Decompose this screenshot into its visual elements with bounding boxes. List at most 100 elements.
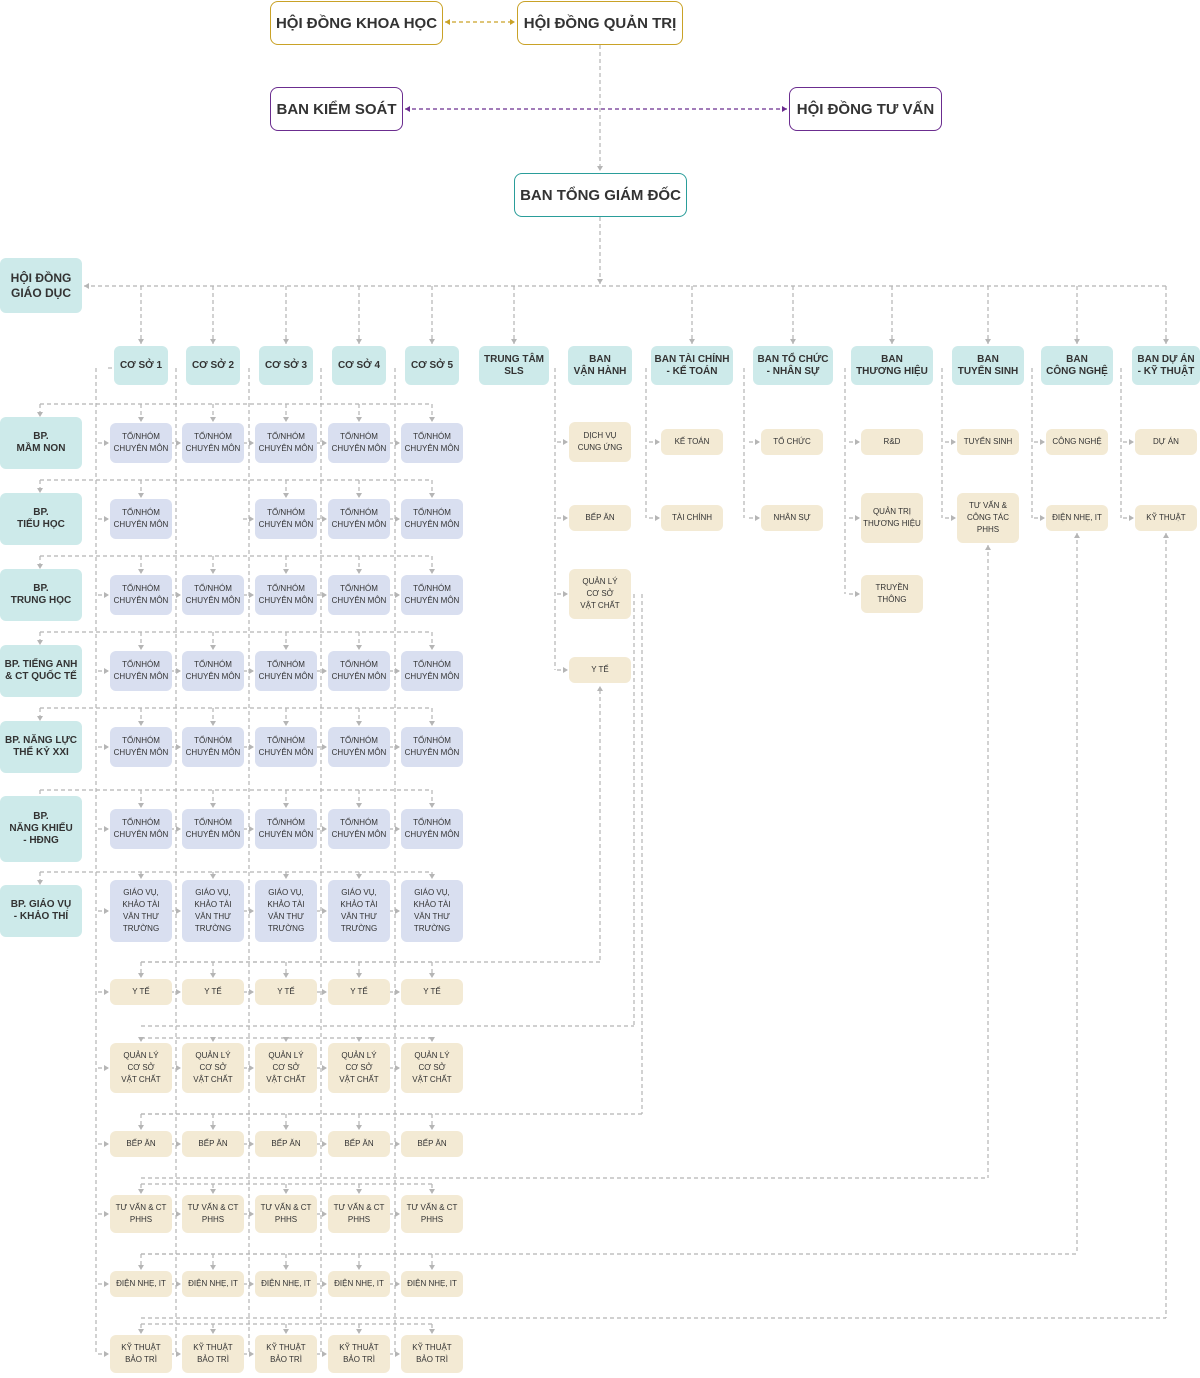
arrow-head	[1163, 339, 1169, 344]
arrow-head	[37, 488, 43, 493]
service-facility: QUẢN LÝ CƠ SỞ VẬT CHẤT	[182, 1043, 244, 1093]
arrow-head	[322, 440, 327, 446]
arrow-head	[176, 1211, 181, 1217]
arrow-head	[563, 591, 568, 597]
arrow-head	[322, 1211, 327, 1217]
arrow-head	[210, 1329, 216, 1334]
arrow-head	[176, 1141, 181, 1147]
arrow-head	[176, 592, 181, 598]
arrow-head	[210, 645, 216, 650]
arrow-head	[283, 493, 289, 498]
service-it: ĐIỆN NHẸ, IT	[110, 1271, 172, 1297]
arrow-head	[356, 973, 362, 978]
sub-unit-finance: KẾ TOÁN	[661, 429, 723, 455]
service-kitchen: BẾP ĂN	[401, 1131, 463, 1157]
department-header-projects: BAN DỰ ÁN - KỸ THUẬT	[1132, 346, 1200, 385]
arrow-head	[322, 989, 327, 995]
arrow-head	[597, 166, 603, 171]
arrow-head	[210, 1189, 216, 1194]
arrow-head	[322, 516, 327, 522]
arrow-head	[322, 908, 327, 914]
sub-unit-brand: R&D	[861, 429, 923, 455]
service-medical: Y TẾ	[255, 979, 317, 1005]
arrow-head	[1040, 515, 1045, 521]
sub-unit-projects: DỰ ÁN	[1135, 429, 1197, 455]
arrow-head	[84, 283, 89, 289]
service-kitchen: BẾP ĂN	[255, 1131, 317, 1157]
division-english-intl: BP. TIẾNG ANH & CT QUỐC TẾ	[0, 645, 82, 697]
team-cell: TỔ/NHÓM CHUYÊN MÔN	[182, 575, 244, 615]
academic-cell: GIÁO VỤ, KHẢO TÀI VĂN THƯ TRƯỜNG	[182, 880, 244, 942]
team-cell: TỔ/NHÓM CHUYÊN MÔN	[328, 809, 390, 849]
arrow-head	[322, 592, 327, 598]
arrow-head	[395, 989, 400, 995]
arrow-head	[322, 1065, 327, 1071]
arrow-head	[249, 440, 254, 446]
arrow-head	[689, 339, 695, 344]
academic-cell: GIÁO VỤ, KHẢO TÀI VĂN THƯ TRƯỜNG	[110, 880, 172, 942]
sub-unit-hr: NHÂN SỰ	[761, 505, 823, 531]
team-cell: TỔ/NHÓM CHUYÊN MÔN	[110, 727, 172, 767]
service-parent-advisory: TƯ VẤN & CT PHHS	[328, 1195, 390, 1233]
arrow-head	[283, 874, 289, 879]
arrow-head	[249, 908, 254, 914]
arrow-head	[283, 803, 289, 808]
arrow-head	[445, 19, 450, 25]
arrow-head	[597, 686, 603, 691]
arrow-head	[395, 1141, 400, 1147]
sub-unit-admissions: TUYỂN SINH	[957, 429, 1019, 455]
campus-header-5: CƠ SỞ 5	[405, 346, 459, 385]
arrow-head	[356, 339, 362, 344]
arrow-head	[104, 989, 109, 995]
arrow-head	[37, 880, 43, 885]
department-header-operations: BAN VẬN HÀNH	[568, 346, 632, 385]
campus-header-2: CƠ SỞ 2	[186, 346, 240, 385]
team-cell: TỔ/NHÓM CHUYÊN MÔN	[182, 727, 244, 767]
department-header-finance: BAN TÀI CHÍNH - KẾ TOÁN	[651, 346, 733, 385]
arrow-head	[283, 569, 289, 574]
arrow-head	[655, 439, 660, 445]
campus-header-1: CƠ SỞ 1	[114, 346, 168, 385]
arrow-head	[951, 515, 956, 521]
service-it: ĐIỆN NHẸ, IT	[182, 1271, 244, 1297]
arrow-head	[322, 1281, 327, 1287]
arrow-head	[356, 1125, 362, 1130]
sub-unit-operations: DỊCH VỤ CUNG ỨNG	[569, 422, 631, 462]
arrow-head	[283, 645, 289, 650]
arrow-head	[855, 439, 860, 445]
sub-unit-hr: TỔ CHỨC	[761, 429, 823, 455]
arrow-head	[395, 1065, 400, 1071]
arrow-head	[429, 721, 435, 726]
arrow-head	[210, 973, 216, 978]
arrow-head	[395, 668, 400, 674]
team-cell: TỔ/NHÓM CHUYÊN MÔN	[255, 575, 317, 615]
arrow-head	[395, 908, 400, 914]
arrow-head	[429, 645, 435, 650]
arrow-head	[395, 826, 400, 832]
team-cell: TỔ/NHÓM CHUYÊN MÔN	[110, 499, 172, 539]
academic-cell: GIÁO VỤ, KHẢO TÀI VĂN THƯ TRƯỜNG	[401, 880, 463, 942]
arrow-head	[283, 1189, 289, 1194]
arrow-head	[37, 640, 43, 645]
arrow-head	[889, 339, 895, 344]
arrow-head	[249, 516, 254, 522]
arrow-head	[249, 989, 254, 995]
arrow-head	[249, 1065, 254, 1071]
service-it: ĐIỆN NHẸ, IT	[401, 1271, 463, 1297]
arrow-head	[322, 668, 327, 674]
division-21st-century: BP. NĂNG LỰC THẾ KỶ XXI	[0, 721, 82, 773]
arrow-head	[138, 417, 144, 422]
arrow-head	[210, 721, 216, 726]
arrow-head	[138, 645, 144, 650]
team-cell: TỔ/NHÓM CHUYÊN MÔN	[255, 423, 317, 463]
service-it: ĐIỆN NHẸ, IT	[255, 1271, 317, 1297]
sub-unit-operations: QUẢN LÝ CƠ SỞ VẬT CHẤT	[569, 569, 631, 619]
arrow-head	[563, 515, 568, 521]
sub-unit-projects: KỸ THUẬT	[1135, 505, 1197, 531]
arrow-head	[37, 716, 43, 721]
arrow-head	[1129, 439, 1134, 445]
arrow-head	[283, 721, 289, 726]
arrow-head	[755, 515, 760, 521]
sub-unit-technology: ĐIỆN NHẸ, IT	[1046, 505, 1108, 531]
